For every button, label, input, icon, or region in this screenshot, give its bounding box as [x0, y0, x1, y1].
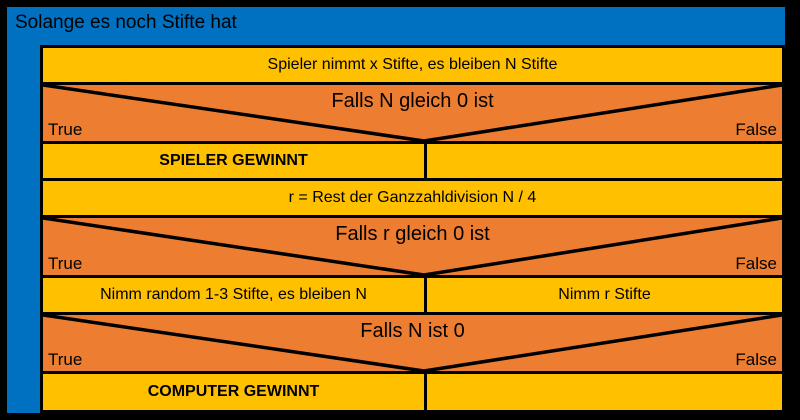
true-branch-cell: SPIELER GEWINNT	[43, 144, 424, 178]
true-branch-cell: Nimm random 1-3 Stifte, es bleiben N	[43, 278, 424, 312]
process-block-player-takes: Spieler nimmt x Stifte, es bleiben N Sti…	[43, 48, 782, 82]
branch-text: Nimm random 1-3 Stifte, es bleiben N	[100, 286, 367, 303]
branch-text: SPIELER GEWINNT	[159, 152, 308, 169]
decision-diagonals	[43, 315, 782, 371]
branch-row-computer-gewinnt: COMPUTER GEWINNT	[43, 374, 782, 410]
loop-condition-label: Solange es noch Stifte hat	[15, 12, 237, 33]
true-branch-label: True	[48, 350, 83, 369]
branch-row-nimm-stifte: Nimm random 1-3 Stifte, es bleiben N Nim…	[43, 278, 782, 312]
process-block-remainder: r = Rest der Ganzzahldivision N / 4	[43, 181, 782, 215]
decision-question: Falls r gleich 0 ist	[335, 223, 490, 245]
loop-body: Spieler nimmt x Stifte, es bleiben N Sti…	[40, 45, 785, 413]
true-branch-label: True	[48, 120, 83, 139]
decision-diagonals	[43, 85, 782, 141]
true-branch-label: True	[48, 254, 83, 273]
branch-text: Nimm r Stifte	[558, 286, 651, 303]
decision-block-n-ist-0: Falls N ist 0 True False	[43, 315, 782, 371]
branch-text: COMPUTER GEWINNT	[147, 383, 320, 400]
false-branch-cell: Nimm r Stifte	[427, 278, 782, 312]
true-branch-cell: COMPUTER GEWINNT	[43, 374, 424, 410]
decision-question: Falls N gleich 0 ist	[331, 90, 494, 112]
false-branch-label: False	[735, 350, 777, 369]
branch-divider	[424, 278, 427, 312]
false-branch-cell	[427, 374, 782, 410]
decision-block-r-equals-0: Falls r gleich 0 ist True False	[43, 218, 782, 275]
decision-question: Falls N ist 0	[360, 320, 465, 342]
decision-block-n-equals-0: Falls N gleich 0 ist True False	[43, 85, 782, 141]
false-branch-cell	[427, 144, 782, 178]
branch-divider	[424, 374, 427, 410]
decision-diagonals	[43, 218, 782, 275]
process-text: r = Rest der Ganzzahldivision N / 4	[288, 189, 537, 206]
false-branch-label: False	[735, 120, 777, 139]
false-branch-label: False	[735, 254, 777, 273]
process-text: Spieler nimmt x Stifte, es bleiben N Sti…	[267, 56, 558, 73]
branch-row-spieler-gewinnt: SPIELER GEWINNT	[43, 144, 782, 178]
while-loop-block: Solange es noch Stifte hat Spieler nimmt…	[7, 7, 785, 413]
branch-divider	[424, 144, 427, 178]
